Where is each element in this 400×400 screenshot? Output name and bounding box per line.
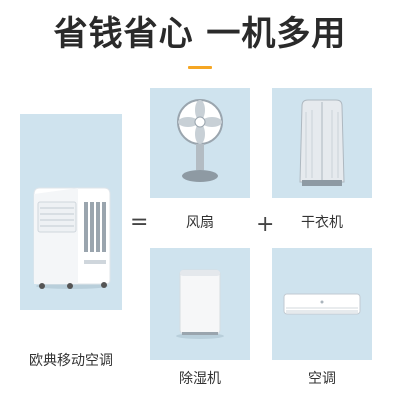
- equals-sign: =: [130, 210, 149, 235]
- clothes-dryer-label: 干衣机: [301, 215, 343, 231]
- title-accent-line: [188, 66, 212, 69]
- plus-sign: +: [256, 212, 275, 237]
- dehumidifier-icon: [176, 269, 224, 339]
- clothes-dryer-panel: [272, 88, 372, 198]
- main-product-label: 欧典移动空调: [29, 353, 113, 369]
- air-conditioner-panel: [272, 248, 372, 360]
- main-product-panel: [20, 114, 122, 310]
- clothes-dryer-icon: [299, 99, 345, 186]
- fan-icon: [177, 99, 223, 182]
- portable-air-conditioner-icon: [33, 187, 111, 289]
- dehumidifier-panel: [150, 248, 250, 360]
- air-conditioner-icon: [283, 293, 361, 315]
- page-title: 省钱省心 一机多用: [53, 14, 347, 54]
- fan-panel: [150, 88, 250, 198]
- fan-label: 风扇: [186, 215, 214, 231]
- air-conditioner-label: 空调: [308, 371, 336, 387]
- dehumidifier-label: 除湿机: [179, 371, 221, 387]
